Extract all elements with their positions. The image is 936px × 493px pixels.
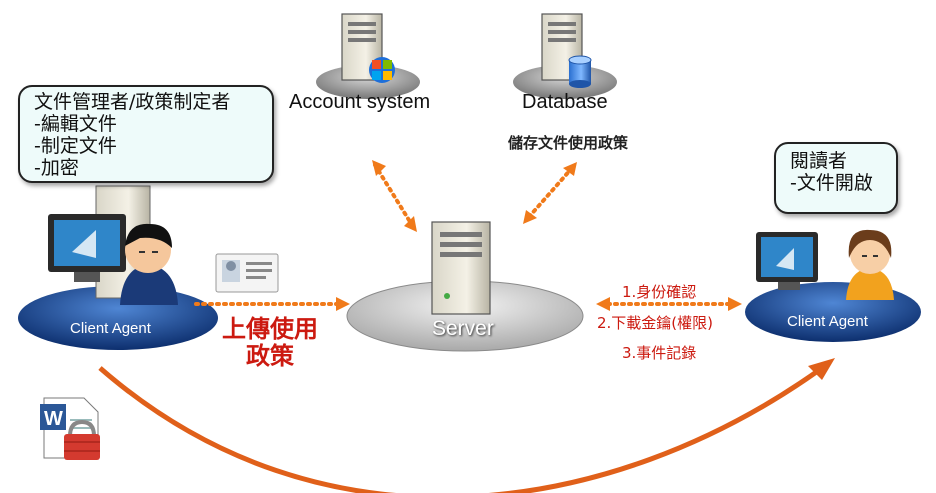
account-system-label: Account system [289,91,431,113]
document-flow-arrowhead [808,358,835,380]
admin-role-title: 文件管理者/政策制定者 [34,91,231,113]
database-caption: 儲存文件使用政策 [508,134,629,152]
reader-step-event-log: 3.事件記錄 [622,344,697,362]
reader-step-identity: 1.身份確認 [622,283,697,301]
upload-policy-label-line2: 政策 [246,342,294,370]
main-server-icon [431,221,491,315]
database-cylinder-icon [568,55,592,88]
reader-role-title: 閱讀者 [790,150,848,172]
right-user-person-icon [846,229,894,300]
left-user-person-icon [120,223,178,305]
upload-policy-label-line1: 上傳使用 [222,315,318,343]
document-flow-curve [98,365,824,493]
right-client-agent-label: Client Agent [787,313,868,330]
admin-role-item-encrypt: -加密 [34,157,79,179]
admin-role-item-define: -制定文件 [34,135,117,157]
server-label: Server [432,317,494,340]
svg-text:W: W [44,408,63,430]
reader-role-callout: 閱讀者 -文件開啟 [774,142,898,214]
database-label: Database [522,91,608,113]
id-card-icon [215,253,279,293]
reader-step-download-key: 2.下載金鑰(權限) [597,314,714,332]
left-client-computer-icon [48,185,151,299]
admin-role-callout: 文件管理者/政策制定者 -編輯文件 -制定文件 -加密 [18,85,274,183]
admin-role-item-edit: -編輯文件 [34,113,117,135]
left-client-agent-label: Client Agent [70,320,151,337]
padlock-icon [64,419,100,460]
windows-logo-icon [369,57,395,83]
right-client-computer-icon [756,232,818,290]
reader-role-item-open: -文件開啟 [790,172,873,194]
